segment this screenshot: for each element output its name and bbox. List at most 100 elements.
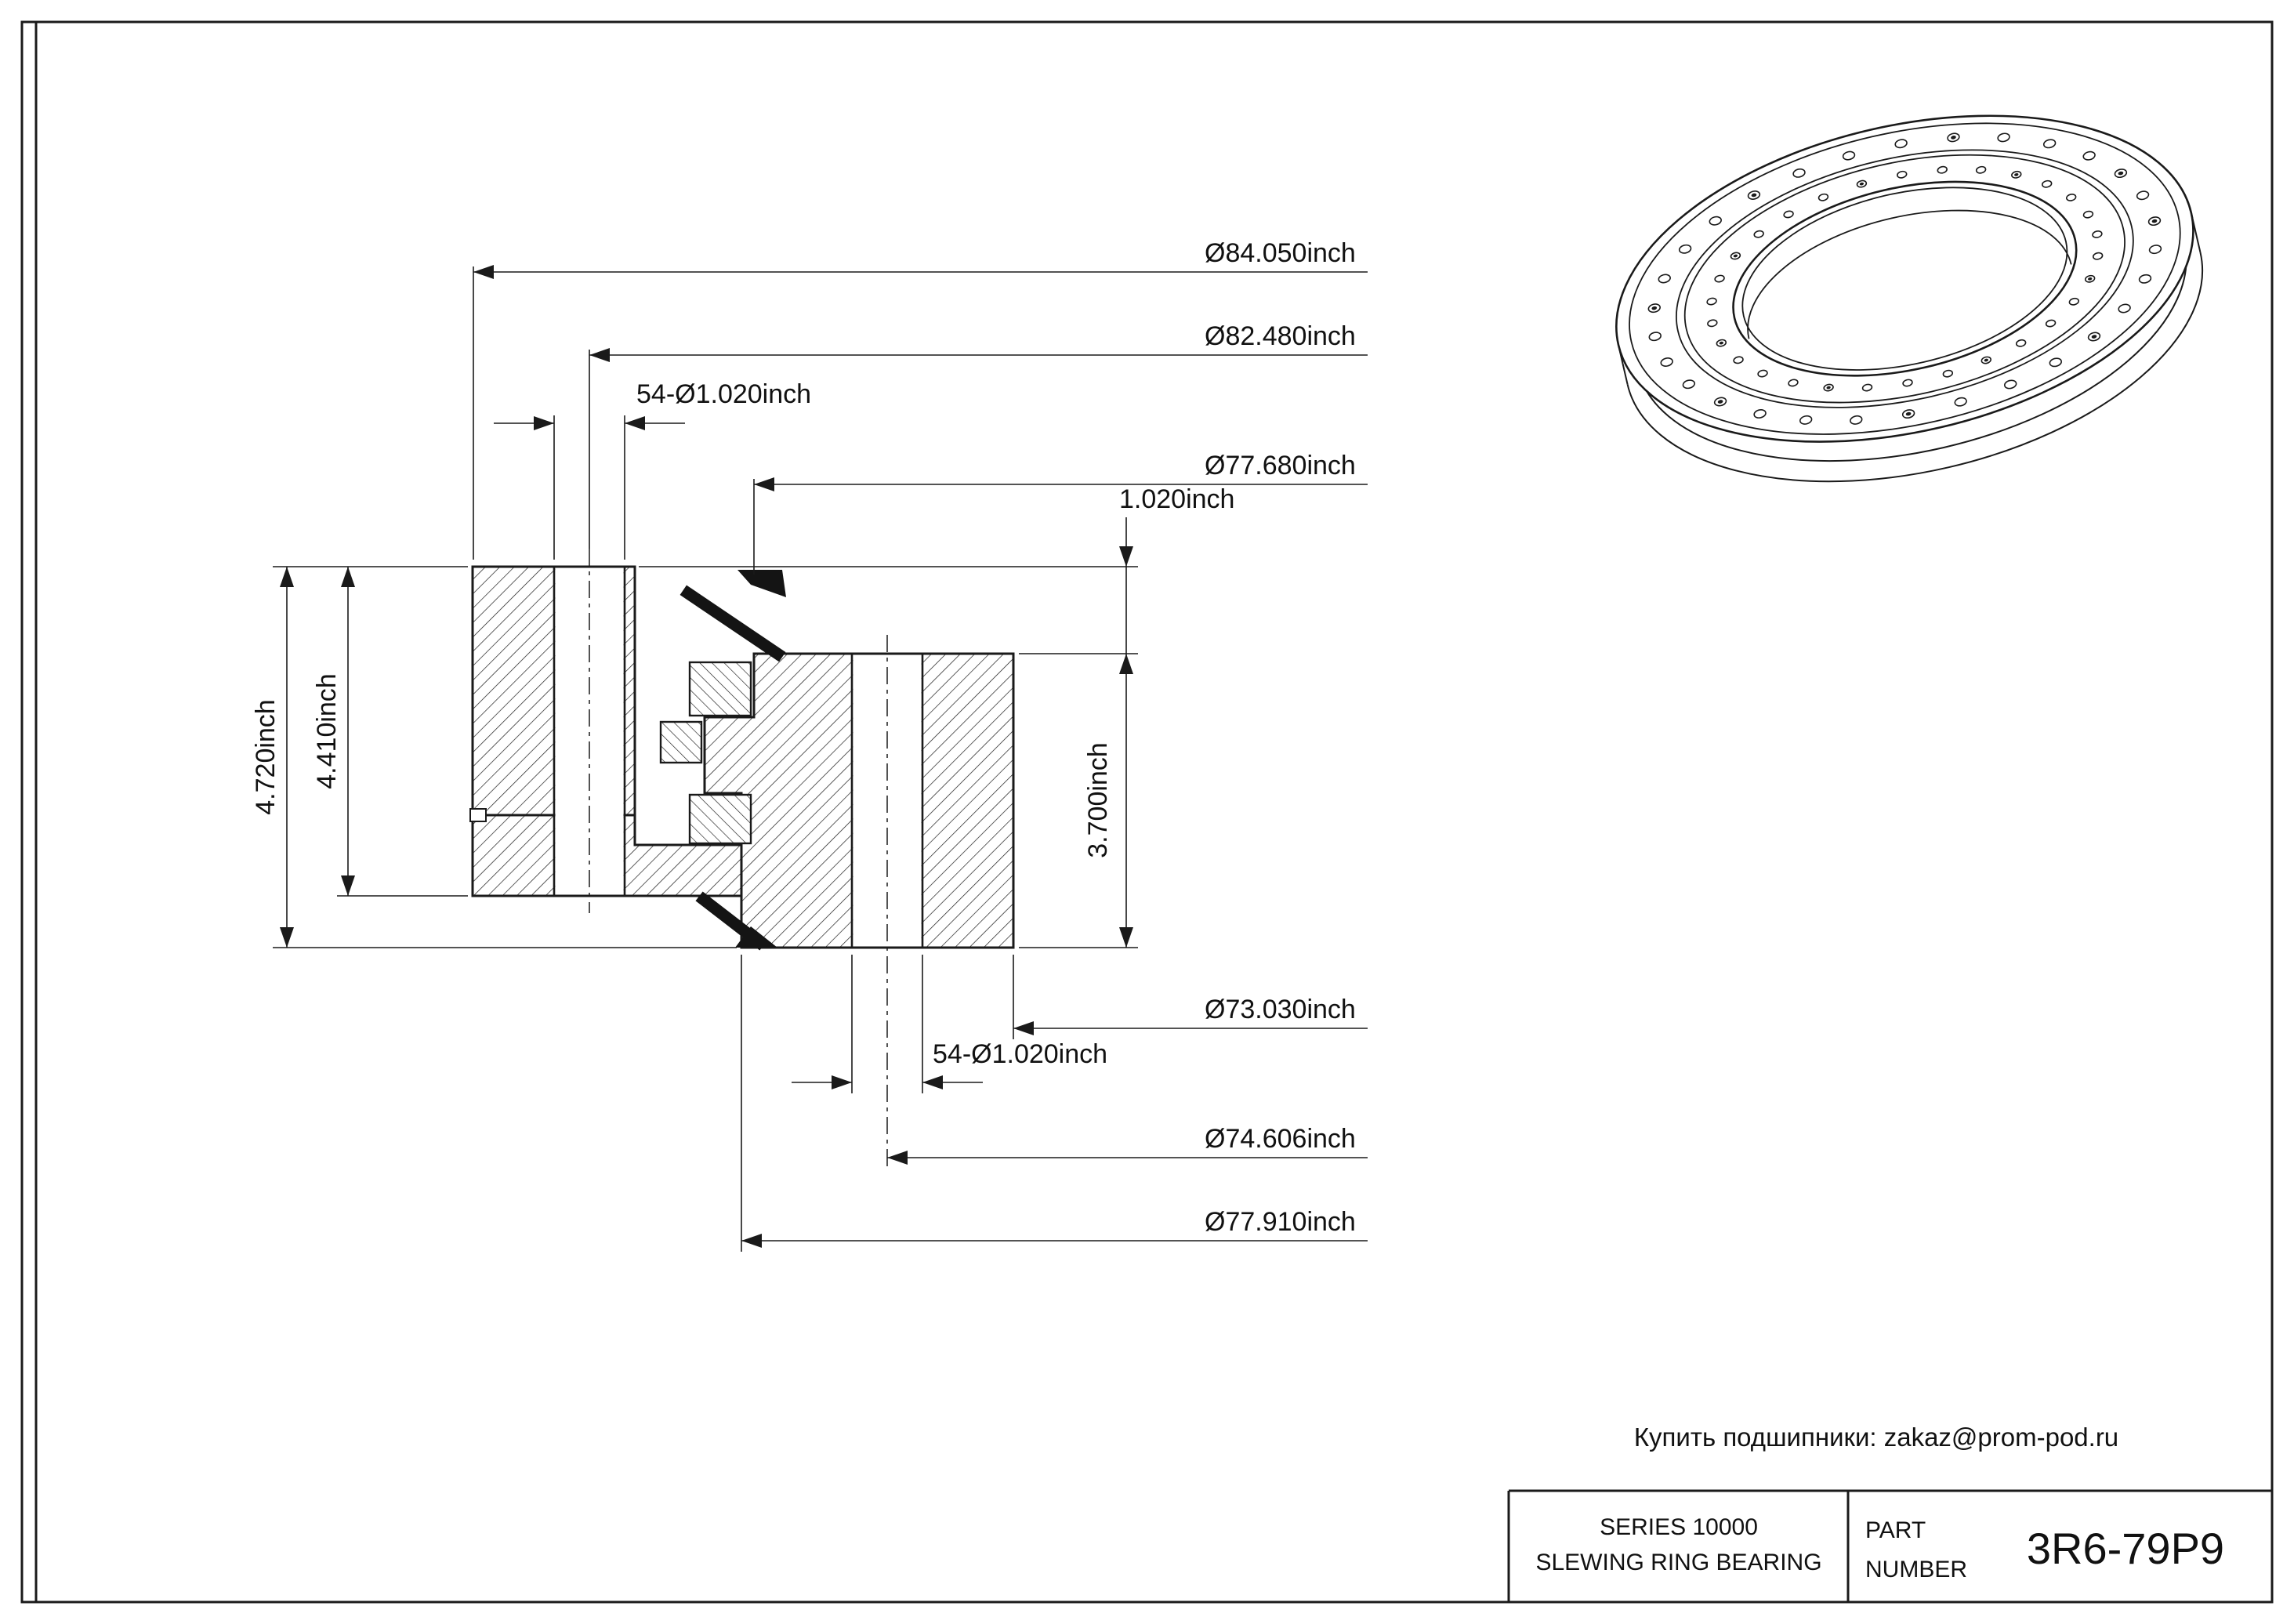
- iso-bore-chamfer: [1741, 187, 2068, 371]
- seal-bottom: [735, 926, 777, 948]
- dim-outer-ring-height: 4.410inch: [312, 567, 468, 897]
- arrowhead-right: [625, 416, 645, 430]
- arrowhead-top: [280, 567, 294, 587]
- plug-dot: [1826, 386, 1831, 390]
- dim-label-inner-holes: 54-Ø1.020inch: [933, 1039, 1107, 1069]
- arrowhead: [473, 265, 494, 279]
- arrowhead-right: [922, 1075, 943, 1089]
- dim-label-outer-ring-height: 4.410inch: [312, 673, 342, 788]
- iso-ring-gap-outer: [1676, 149, 2134, 408]
- bolt-hole: [1997, 132, 2010, 143]
- iso-view: [1615, 114, 2204, 483]
- dim-label-inner-ring-outer-diameter: Ø77.910inch: [1205, 1207, 1356, 1237]
- dim-label-outer-diameter: Ø84.050inch: [1205, 238, 1356, 268]
- bolt-hole: [2082, 150, 2096, 161]
- dim-outer-holes: 54-Ø1.020inch: [494, 379, 811, 560]
- bolt-hole: [1861, 383, 1873, 392]
- bolt-hole: [2004, 379, 2017, 390]
- bolt-hole: [1792, 168, 1806, 178]
- part-number: 3R6-79P9: [2027, 1524, 2224, 1573]
- bolt-hole: [2148, 245, 2162, 255]
- dim-outer-diameter: Ø84.050inch: [473, 238, 1368, 560]
- bolt-hole: [1783, 210, 1794, 219]
- bolt-hole: [1714, 274, 1725, 283]
- bolt-hole: [1678, 244, 1692, 254]
- plug-dot: [1951, 136, 1956, 140]
- arrowhead: [754, 477, 774, 491]
- arrowhead-bottom: [280, 927, 294, 948]
- iso-bottom-rim-step: [1636, 241, 2187, 462]
- bolt-hole: [1897, 170, 1908, 179]
- dim-label-outer-holes: 54-Ø1.020inch: [636, 379, 811, 409]
- iso-bore-edge: [1732, 180, 2078, 377]
- title-block: SERIES 10000 SLEWING RING BEARING PART N…: [1507, 1489, 2272, 1602]
- arrowhead-top: [1119, 546, 1133, 567]
- seal-top-lip: [680, 585, 786, 662]
- plug-dot: [1719, 341, 1723, 345]
- bolt-hole: [1902, 379, 1913, 387]
- dim-inner-ring-outer-diameter: Ø77.910inch: [741, 955, 1368, 1252]
- bolt-hole: [1706, 297, 1717, 306]
- bolt-hole: [1850, 415, 1863, 425]
- bolt-hole: [1682, 379, 1696, 390]
- bolt-hole: [1954, 397, 1967, 407]
- bolt-hole: [1733, 356, 1744, 364]
- arrowhead-left: [534, 416, 554, 430]
- dim-face-offset: 1.020inch: [639, 484, 1234, 674]
- series-title-line1: SERIES 10000: [1600, 1514, 1758, 1540]
- plug-dot: [1984, 358, 1988, 362]
- dim-label-total-height: 4.720inch: [251, 699, 281, 814]
- bolt-hole: [2092, 230, 2103, 238]
- bolt-hole: [2045, 319, 2057, 328]
- dim-label-inner-ring-height: 3.700inch: [1083, 742, 1113, 857]
- bolt-hole: [2065, 194, 2077, 201]
- plug-dot: [2151, 219, 2158, 223]
- bolt-hole: [1753, 230, 1764, 238]
- dim-inner-ring-height: 3.700inch: [1019, 654, 1138, 948]
- arrowhead-bottom: [341, 875, 355, 896]
- seal-top: [737, 570, 786, 597]
- bolt-hole: [2138, 274, 2152, 284]
- iso-bore-wall: [1747, 209, 2072, 339]
- plug-dot: [1859, 182, 1865, 186]
- border-rect: [20, 20, 2274, 1604]
- dim-label-face-offset: 1.020inch: [1119, 484, 1234, 514]
- dim-label-bore-diameter: Ø73.030inch: [1205, 995, 1356, 1024]
- bolt-hole: [2136, 190, 2150, 201]
- dim-label-outer-ring-bore: Ø77.680inch: [1205, 451, 1356, 480]
- bolt-hole: [2049, 357, 2062, 368]
- plug-dot: [1751, 193, 1757, 198]
- dim-outer-bolt-circle: Ø82.480inch: [589, 321, 1368, 549]
- iso-holes-inner: [1706, 165, 2104, 392]
- arrowhead: [887, 1151, 908, 1165]
- iso-outer-chamfer: [1629, 122, 2181, 435]
- dim-inner-holes: 54-Ø1.020inch: [792, 955, 1107, 1093]
- plug-dot: [1733, 254, 1738, 258]
- section-view: [469, 549, 1015, 1168]
- sheet-frame: [20, 20, 2274, 1604]
- bolt-hole: [1757, 369, 1768, 378]
- dim-bore-diameter: Ø73.030inch: [1013, 955, 1368, 1039]
- bolt-hole: [2092, 252, 2104, 260]
- iso-bottom-rim-outer: [1626, 252, 2204, 483]
- plug-dot: [2088, 277, 2093, 281]
- dim-outer-ring-bore: Ø77.680inch: [753, 451, 1368, 575]
- split-notch: [469, 808, 487, 822]
- plug-dot: [2091, 335, 2097, 339]
- part-label-line1: PART: [1865, 1517, 1926, 1543]
- roller-radial-section: [659, 720, 703, 764]
- bolt-hole: [1648, 332, 1662, 342]
- iso-holes-outer: [1647, 132, 2162, 425]
- bolt-hole: [1842, 150, 1856, 161]
- arrowhead-left: [832, 1075, 852, 1089]
- contact-text: Купить подшипники: zakaz@prom-pod.ru: [1634, 1423, 2118, 1452]
- plug-dot: [1651, 306, 1658, 310]
- roller-lower-section: [688, 793, 752, 845]
- series-title-line2: SLEWING RING BEARING: [1535, 1550, 1821, 1575]
- bolt-hole: [2041, 179, 2053, 188]
- bolt-hole: [2082, 210, 2094, 219]
- bolt-hole: [2042, 139, 2057, 149]
- arrowhead: [1013, 1021, 1034, 1035]
- roller-upper-section: [688, 661, 752, 717]
